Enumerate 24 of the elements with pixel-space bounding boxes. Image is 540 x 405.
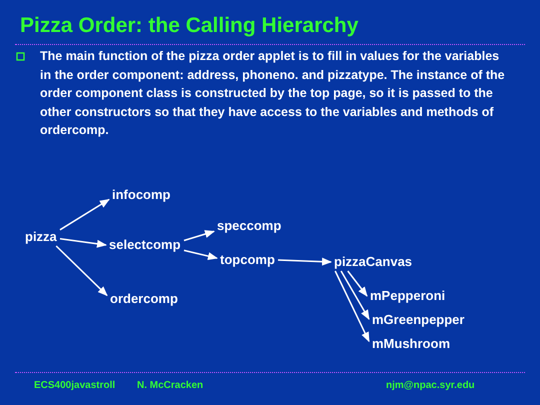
node-label: selectcomp (109, 237, 181, 253)
node-label: speccomp (217, 218, 282, 234)
arrow (60, 238, 107, 248)
footer-text: ECS400javastroll (34, 379, 116, 393)
arrow (347, 270, 368, 297)
description-paragraph: The main function of the pizza order applet is to fill in values for the variables in the order component: address, phoneno. and pizzatype. The instance of the order component class is constructed by the top page, so it is passed to the other constructors so that they have access to the variables and methods of ordercomp. (40, 48, 506, 139)
arrow (60, 198, 110, 230)
node-label: mGreenpepper (372, 312, 464, 328)
node-label: pizzaCanvas (334, 254, 412, 270)
arrow (184, 230, 215, 242)
arrow (340, 270, 370, 320)
node-label: infocomp (112, 187, 170, 203)
footer-text: N. McCracken (137, 379, 204, 393)
node-label: mPepperoni (370, 288, 446, 304)
arrow (334, 270, 370, 342)
node-label: ordercomp (110, 291, 178, 307)
node-label: topcomp (220, 252, 275, 268)
node-label: pizza (25, 229, 57, 245)
footer-text: njm@npac.syr.edu (386, 379, 475, 393)
node-label: mMushroom (372, 336, 450, 352)
arrow (278, 258, 332, 266)
title: Pizza Order: the Calling Hierarchy (20, 13, 358, 39)
arrow (56, 245, 108, 296)
arrow (184, 250, 218, 260)
